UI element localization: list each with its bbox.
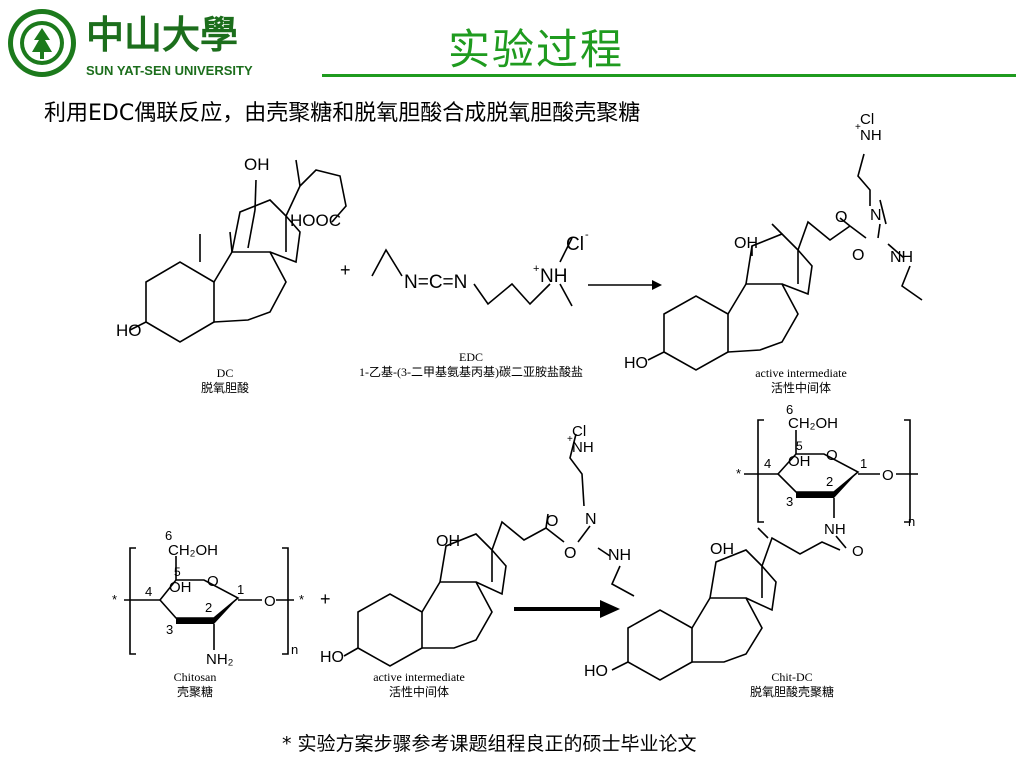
- edc-code: EDC: [459, 350, 483, 364]
- edc-structure: N=C=N NH + Cl -: [371, 229, 589, 307]
- chitosan-n-label: n: [291, 642, 298, 657]
- plus-sign-2: +: [320, 589, 331, 609]
- dc-code: DC: [216, 366, 234, 380]
- university-logo: 中山大學 SUN YAT-SEN UNIVERSITY: [8, 9, 253, 78]
- intermediate-top-name-en: active intermediate: [755, 366, 847, 380]
- chitosan-name-cn: 壳聚糖: [176, 685, 213, 699]
- svg-text:+: +: [533, 263, 539, 275]
- chit-dc-structure: 6 CH₂OH 5 OH O 4 1 2 3 O * n NH O OH HO: [584, 402, 918, 681]
- chitosan-oh-label: OH: [169, 579, 192, 596]
- slide-title: 实验过程: [448, 25, 625, 74]
- chitosan-structure: 6 CH₂OH 5 OH O 4 1 2 3 O NH₂ * * n: [112, 528, 304, 668]
- chit-dc-nh-label: NH: [824, 521, 846, 538]
- chit-dc-n-label: n: [908, 514, 915, 529]
- chit-dc-ch2oh-label: CH₂OH: [788, 415, 838, 432]
- intermediate-top-oh-label: OH: [734, 235, 758, 252]
- chitosan-c1-label: 1: [237, 582, 244, 597]
- chitosan-ring-o-label: O: [207, 573, 219, 590]
- reaction-arrow-1: [588, 280, 662, 290]
- intermediate-top-nh-label: NH: [890, 249, 913, 266]
- intermediate-top-o1-label: O: [835, 209, 847, 226]
- chit-dc-ring-o-label: O: [826, 447, 838, 464]
- edc-chain-label: N=C=N: [404, 272, 467, 293]
- chitosan-c4-label: 4: [145, 584, 152, 599]
- intermediate-top-name-cn: 活性中间体: [770, 381, 831, 395]
- chitosan-caption: Chitosan 壳聚糖: [160, 670, 230, 700]
- intermediate-top-o2-label: O: [852, 247, 864, 264]
- svg-text:+: +: [855, 122, 861, 133]
- intermediate-top-ho-label: HO: [624, 355, 648, 372]
- chitosan-ch2oh-label: CH₂OH: [168, 542, 218, 559]
- footnote: * 实验方案步骤参考课题组程良正的硕士毕业论文: [282, 733, 697, 755]
- edc-name-cn: 1-乙基-(3-二甲基氨基丙基)碳二亚胺盐酸盐: [359, 365, 583, 379]
- university-name-en: SUN YAT-SEN UNIVERSITY: [86, 63, 253, 78]
- chit-dc-c6-label: 6: [786, 402, 793, 417]
- chitosan-c6-label: 6: [165, 528, 172, 543]
- active-intermediate-structure-top: OH HO O O N NH NH + Cl: [624, 111, 923, 372]
- intermediate-bottom-name-en: active intermediate: [373, 670, 465, 684]
- chitosan-c2-label: 2: [205, 600, 212, 615]
- chitosan-c3-label: 3: [166, 622, 173, 637]
- chit-dc-o-label: O: [852, 543, 864, 560]
- intermediate-bottom-ho-label: HO: [320, 649, 344, 666]
- intermediate-bottom-nh-label: NH: [608, 547, 631, 564]
- chit-dc-c2-label: 2: [826, 474, 833, 489]
- edc-nh-label: NH: [540, 266, 567, 287]
- chitosan-star-left: *: [112, 592, 117, 607]
- intermediate-bottom-n-label: N: [585, 511, 597, 528]
- reaction-arrow-2: [514, 600, 620, 618]
- intermediate-top-n-label: N: [870, 207, 882, 224]
- dc-structure: OH HO HOOC: [116, 155, 347, 343]
- chit-dc-caption: Chit-DC 脱氧胆酸壳聚糖: [732, 670, 852, 700]
- edc-caption: EDC 1-乙基-(3-二甲基氨基丙基)碳二亚胺盐酸盐: [326, 350, 616, 380]
- intermediate-bottom-oh-label: OH: [436, 533, 460, 550]
- dc-name-cn: 脱氧胆酸: [200, 381, 249, 395]
- intermediate-bottom-nh2-label: NH: [572, 439, 594, 456]
- chitosan-star-right: *: [299, 592, 304, 607]
- chit-dc-name-cn: 脱氧胆酸壳聚糖: [749, 685, 834, 699]
- intermediate-top-cl-label: Cl: [860, 111, 874, 128]
- chit-dc-c1-label: 1: [860, 456, 867, 471]
- dc-acid-label: HOOC: [290, 211, 341, 230]
- dc-oh-label: OH: [244, 155, 270, 174]
- dc-caption: DC 脱氧胆酸: [190, 366, 260, 396]
- chit-dc-link-o-label: O: [882, 467, 894, 484]
- slide-subtitle: 利用EDC偶联反应，由壳聚糖和脱氧胆酸合成脱氧胆酸壳聚糖: [44, 101, 641, 126]
- intermediate-bottom-o1-label: O: [546, 513, 558, 530]
- dc-ho-label: HO: [116, 321, 142, 340]
- edc-cl-label: Cl: [566, 234, 584, 255]
- intermediate-top-nh2-label: NH: [860, 127, 882, 144]
- chit-dc-c5-label: 5: [796, 439, 803, 453]
- chit-dc-ho-label: HO: [584, 663, 608, 680]
- plus-sign-1: +: [340, 260, 351, 280]
- svg-text:-: -: [585, 229, 589, 241]
- intermediate-bottom-o2-label: O: [564, 545, 576, 562]
- intermediate-bottom-cl-label: Cl: [572, 423, 586, 440]
- chit-dc-c3-label: 3: [786, 494, 793, 509]
- active-intermediate-structure-bottom: OH HO O O N NH NH + Cl: [320, 423, 635, 667]
- chitosan-name-en: Chitosan: [173, 670, 217, 684]
- university-name-cn: 中山大學: [86, 12, 238, 57]
- intermediate-bottom-name-cn: 活性中间体: [388, 685, 449, 699]
- chit-dc-ring-oh-label: OH: [788, 453, 811, 470]
- chitosan-nh2-label: NH₂: [206, 651, 234, 668]
- chit-dc-name-en: Chit-DC: [771, 670, 813, 684]
- chit-dc-star-label: *: [736, 466, 741, 481]
- intermediate-top-caption: active intermediate 活性中间体: [736, 366, 866, 396]
- chitosan-link-o-label: O: [264, 593, 276, 610]
- chit-dc-c4-label: 4: [764, 456, 771, 471]
- chit-dc-oh-label: OH: [710, 541, 734, 558]
- title-divider: [322, 74, 1016, 77]
- chitosan-c5-label: 5: [174, 565, 181, 579]
- intermediate-bottom-caption: active intermediate 活性中间体: [354, 670, 484, 700]
- svg-text:+: +: [567, 434, 573, 445]
- university-seal-icon: [8, 9, 76, 77]
